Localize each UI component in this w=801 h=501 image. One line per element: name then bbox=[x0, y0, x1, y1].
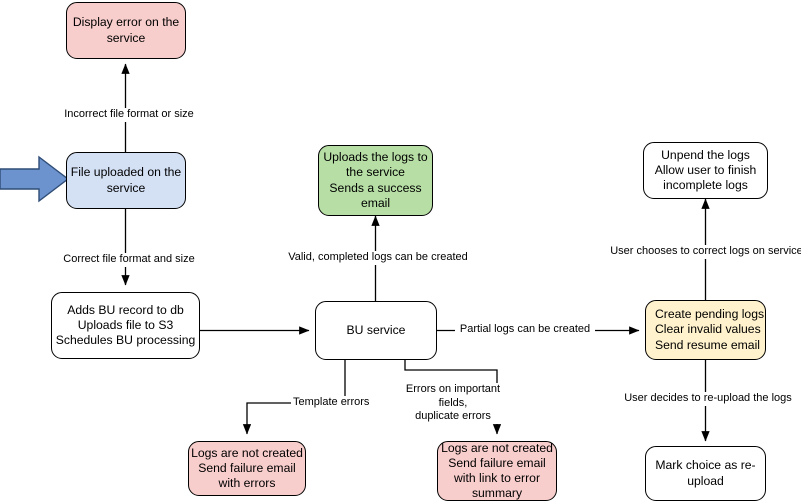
node-file-uploaded[interactable]: File uploaded on the service bbox=[66, 152, 186, 209]
node-unpend-logs[interactable]: Unpend the logs Allow user to finish inc… bbox=[643, 142, 768, 199]
edge-label-template-errors: Template errors bbox=[291, 396, 379, 410]
edge-label-important-field-errors: Errors on important fields, duplicate er… bbox=[392, 383, 514, 424]
node-uploads-logs[interactable]: Uploads the logs to the service Sends a … bbox=[318, 145, 433, 216]
edge-label-correct-format: Correct file format and size bbox=[58, 253, 200, 267]
edge-label-incorrect-format: Incorrect file format or size bbox=[57, 108, 201, 122]
node-logs-not-created-errors[interactable]: Logs are not created Send failure email … bbox=[188, 441, 306, 496]
node-mark-choice[interactable]: Mark choice as re- upload bbox=[645, 446, 766, 501]
edge-label-user-reupload: User decides to re-upload the logs bbox=[619, 392, 797, 406]
node-display-error[interactable]: Display error on the service bbox=[66, 2, 186, 59]
node-bu-service[interactable]: BU service bbox=[315, 301, 437, 360]
entry-block-arrow bbox=[0, 155, 70, 203]
node-adds-bu-record[interactable]: Adds BU record to db Uploads file to S3 … bbox=[51, 292, 200, 359]
node-create-pending-logs[interactable]: Create pending logs Clear invalid values… bbox=[645, 300, 766, 360]
edge-label-user-corrects: User chooses to correct logs on service bbox=[608, 245, 801, 259]
edge-label-partial-logs: Partial logs can be created bbox=[455, 323, 595, 337]
edge-label-valid-logs: Valid, completed logs can be created bbox=[285, 251, 471, 265]
node-logs-not-created-summary[interactable]: Logs are not created Send failure email … bbox=[437, 441, 557, 501]
